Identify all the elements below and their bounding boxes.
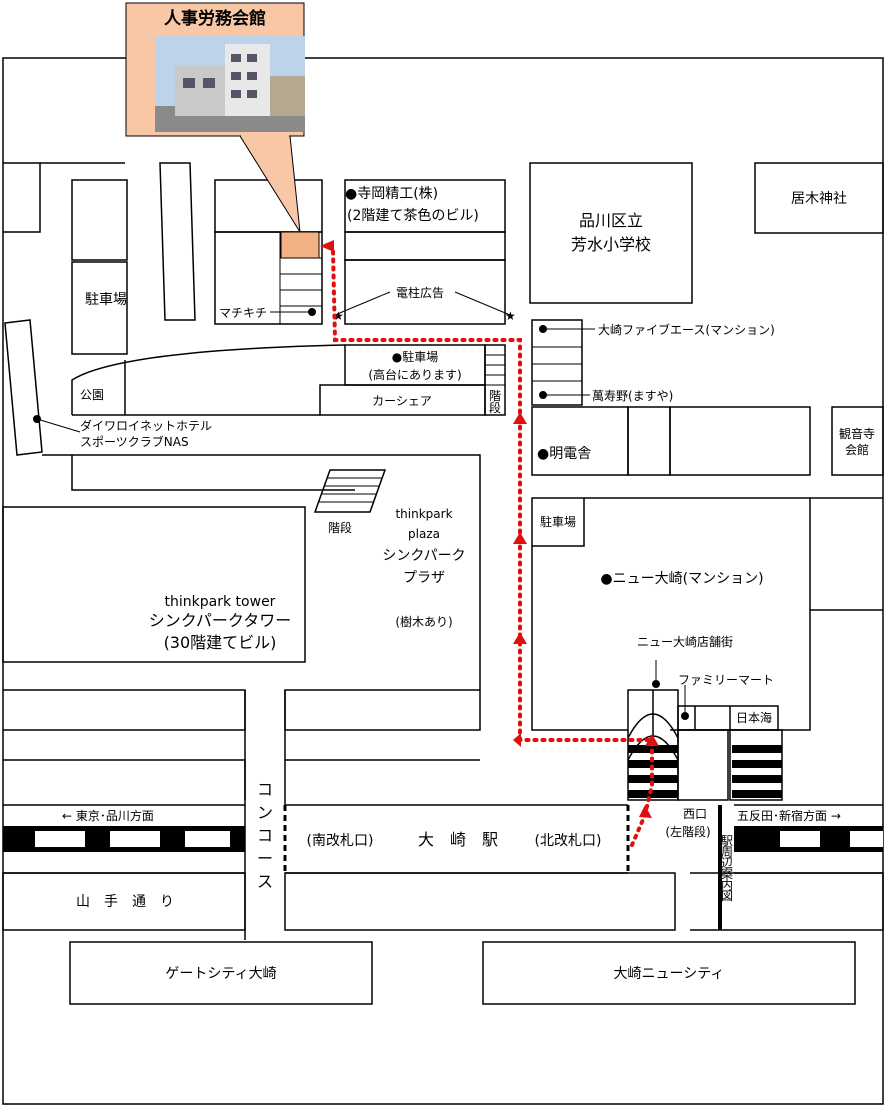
block-kaidan-small (484, 344, 506, 416)
label-to-tokyo: ← 東京･品川方面 (62, 808, 154, 823)
label-ekishuhen-1: 駅 (721, 834, 733, 848)
route-arrows (320, 240, 659, 818)
callout-pointer (239, 135, 301, 233)
label-osaki-five: 大崎ファイブエース(マンション) (598, 322, 775, 337)
label-parking-mid-2: (高台にあります) (368, 367, 461, 382)
railway-left (3, 826, 245, 852)
block-right-mid-1 (627, 406, 671, 476)
label-kannonji-2: 会館 (845, 442, 869, 457)
label-teraoka-2: (2階建て茶色のビル) (347, 207, 479, 224)
label-park: 公園 (80, 388, 104, 402)
label-carshare: カーシェア (372, 394, 432, 408)
label-concourse-1: コ (257, 780, 273, 799)
label-kaidan-small-2: 段 (489, 400, 501, 415)
label-station-name: 大 崎 駅 (418, 830, 498, 849)
label-tp-plaza-2: plaza (408, 527, 440, 541)
label-gatecity: ゲートシティ大崎 (165, 966, 276, 982)
label-osaki-newcity: 大崎ニューシティ (614, 966, 725, 982)
block-top-left (3, 162, 41, 233)
target-building (280, 231, 320, 259)
stairs-thinkpark (313, 469, 387, 513)
label-familymart: ファミリーマート (678, 673, 774, 687)
label-manjuno: 萬寿野(ますや) (592, 389, 673, 403)
block-daiwa (4, 319, 43, 456)
label-nihonkai: 日本海 (736, 710, 772, 725)
road-mid (71, 455, 355, 491)
label-concourse-5: ス (257, 872, 273, 891)
label-tp-plaza-1: thinkpark (395, 507, 452, 521)
label-kaidan-small-1: 階 (489, 388, 501, 403)
label-new-osaki: ●ニュー大崎(マンション) (600, 571, 763, 587)
route-path (331, 248, 654, 847)
label-station-south: (南改札口) (307, 833, 374, 849)
label-west-exit-2: (左階段) (665, 824, 710, 839)
label-igi-shrine: 居木神社 (791, 191, 847, 207)
label-station-north: (北改札口) (535, 833, 602, 849)
block-parking-left (71, 261, 128, 355)
label-ekishuhen-2: 周 (721, 845, 733, 859)
block-denchu (344, 259, 506, 325)
label-ekishuhen-6: 図 (721, 889, 733, 903)
label-concourse-2: ン (257, 803, 273, 822)
building-photo (155, 36, 305, 132)
label-ekishuhen-3: 辺 (721, 856, 733, 870)
road-diagonal (159, 162, 196, 321)
label-parking-mid-1: ●駐車場 (392, 349, 438, 364)
callout-title: 人事労務会館 (164, 9, 266, 29)
label-kaidan: 階段 (328, 520, 352, 535)
block-parking-left-top (71, 179, 128, 261)
block-kannonji (831, 406, 884, 476)
block-osaki-five (531, 319, 583, 406)
label-tp-plaza-3: シンクパーク (382, 548, 465, 564)
block-yamate (2, 872, 246, 931)
label-tp-plaza-5: (樹木あり) (395, 615, 452, 629)
svg-text:★: ★ (333, 309, 344, 323)
label-tp-tower-2: シンクパークタワー (149, 611, 292, 630)
railway-right (734, 826, 883, 852)
label-concourse-3: コ (257, 826, 273, 845)
label-parking-right: 駐車場 (540, 514, 576, 529)
label-tp-tower-3: (30階建てビル) (164, 633, 277, 652)
label-to-gotanda: 五反田･新宿方面 → (737, 808, 841, 823)
label-concourse-4: ー (257, 849, 273, 868)
label-ekishuhen-4: 案 (721, 866, 733, 881)
block-teraoka-low (344, 231, 506, 261)
block-osaki-newcity (482, 941, 856, 1005)
label-daiwa-1: ダイワロイネットホテル (80, 418, 212, 433)
label-parking-left: 駐車場 (85, 291, 127, 308)
block-machikichi-top (214, 179, 323, 233)
label-school-1: 品川区立 (579, 211, 643, 230)
label-yamate: 山 手 通 り (76, 894, 174, 910)
label-kannonji-1: 観音寺 (839, 426, 875, 441)
block-meidensha (531, 406, 629, 476)
block-new-osaki (531, 546, 628, 731)
label-teraoka-1: ●寺岡精工(株) (345, 186, 438, 202)
label-new-osaki-shop: ニュー大崎店舗街 (637, 635, 733, 649)
block-gatecity (69, 941, 373, 1005)
label-tp-tower-1: thinkpark tower (165, 594, 276, 610)
label-west-exit-1: 西口 (683, 807, 707, 821)
label-meidensha: ●明電舎 (537, 446, 591, 462)
label-tp-plaza-4: プラザ (403, 570, 445, 586)
block-machikichi (214, 231, 323, 325)
block-thinkpark-tower (2, 506, 306, 663)
label-daiwa-2: スポーツクラブNAS (80, 434, 189, 449)
label-school-2: 芳水小学校 (571, 235, 651, 254)
park-curve (71, 344, 346, 415)
svg-text:★: ★ (505, 309, 516, 323)
block-school (529, 162, 693, 304)
label-denchu: 電柱広告 (396, 285, 444, 300)
block-right-mid-2 (669, 406, 811, 476)
block-parking-right (531, 497, 585, 547)
label-machikichi: マチキチ (219, 306, 267, 320)
label-ekishuhen-5: 内 (721, 878, 733, 892)
block-shrine (754, 162, 884, 234)
